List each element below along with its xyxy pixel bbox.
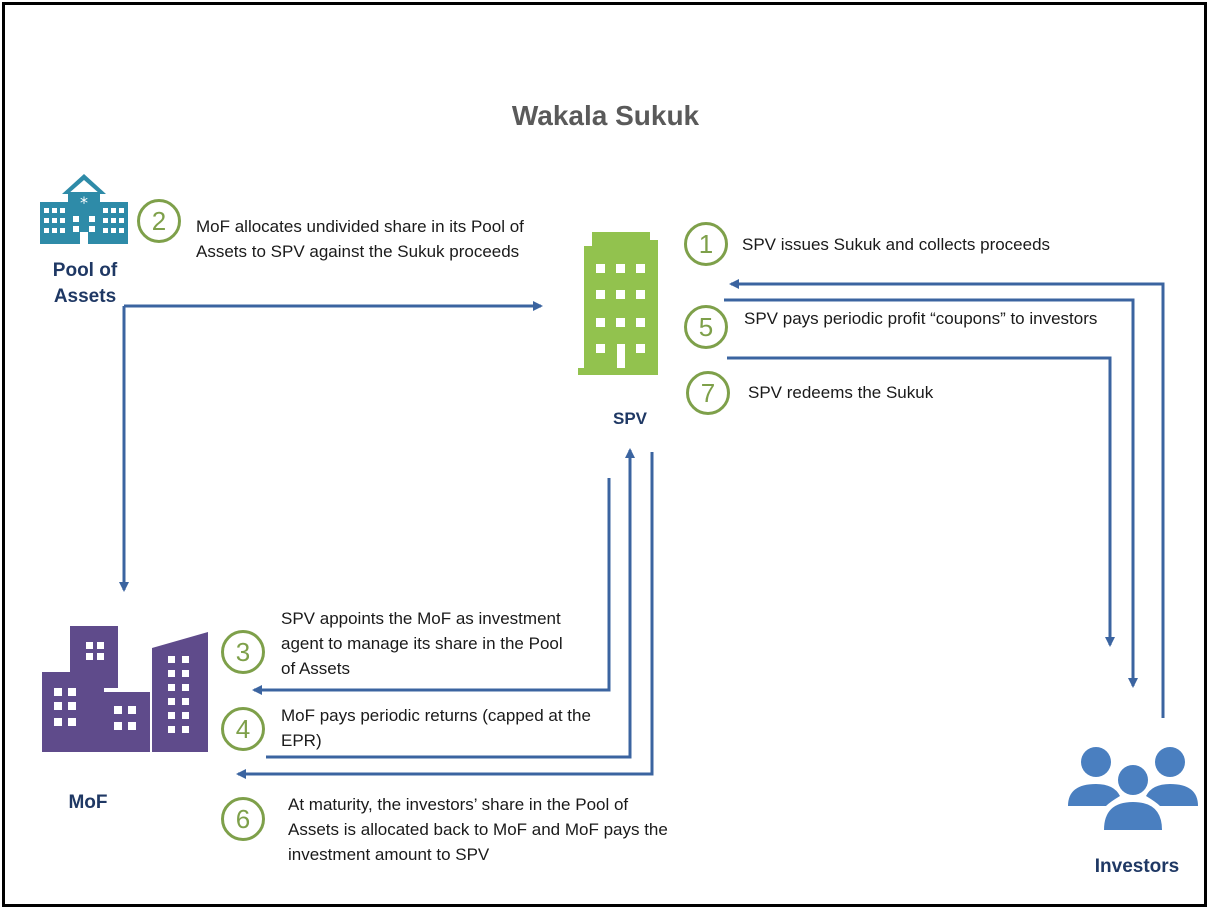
spv-label: SPV <box>612 409 648 428</box>
diagram-title: Wakala Sukuk <box>511 100 700 131</box>
step-5-badge: 5 <box>684 305 728 349</box>
arrow-spv-to-mof-maturity <box>236 452 654 779</box>
mof-label: MoF <box>68 792 108 813</box>
step-4-badge: 4 <box>221 707 265 751</box>
city-buildings-icon <box>42 626 208 752</box>
step-5-text: SPV pays periodic profit “coupons” to in… <box>744 309 1098 328</box>
investors-label: Investors <box>1094 856 1180 877</box>
step-7-text: SPV redeems the Sukuk <box>748 383 934 402</box>
step-4-text: MoF pays periodic returns (capped at the… <box>281 706 591 750</box>
step-2-badge: 2 <box>137 199 181 243</box>
pool-of-assets-label: Pool of Assets <box>52 260 118 307</box>
step-7-badge: 7 <box>686 371 730 415</box>
arrow-spv-to-investors-coupons <box>724 298 1138 688</box>
step-1-text: SPV issues Sukuk and collects proceeds <box>742 235 1051 254</box>
step-2-text: MoF allocates undivided share in its Poo… <box>196 217 524 261</box>
arrow-mof-to-spv-returns <box>266 448 635 759</box>
school-building-icon: * <box>40 174 128 244</box>
arrow-spv-to-mof-appoint <box>252 478 611 695</box>
step-6-badge: 6 <box>221 797 265 841</box>
step-1-badge: 1 <box>684 222 728 266</box>
office-building-icon <box>578 232 658 375</box>
arrow-spv-to-investors-redeem <box>727 356 1115 647</box>
step-6-text: At maturity, the investors’ share in the… <box>288 795 668 864</box>
step-3-badge: 3 <box>221 630 265 674</box>
svg-text:*: * <box>80 193 88 212</box>
people-group-icon <box>1068 747 1198 830</box>
step-3-text: SPV appoints the MoF as investment agent… <box>281 609 563 678</box>
arrow-investors-to-spv <box>729 279 1165 718</box>
